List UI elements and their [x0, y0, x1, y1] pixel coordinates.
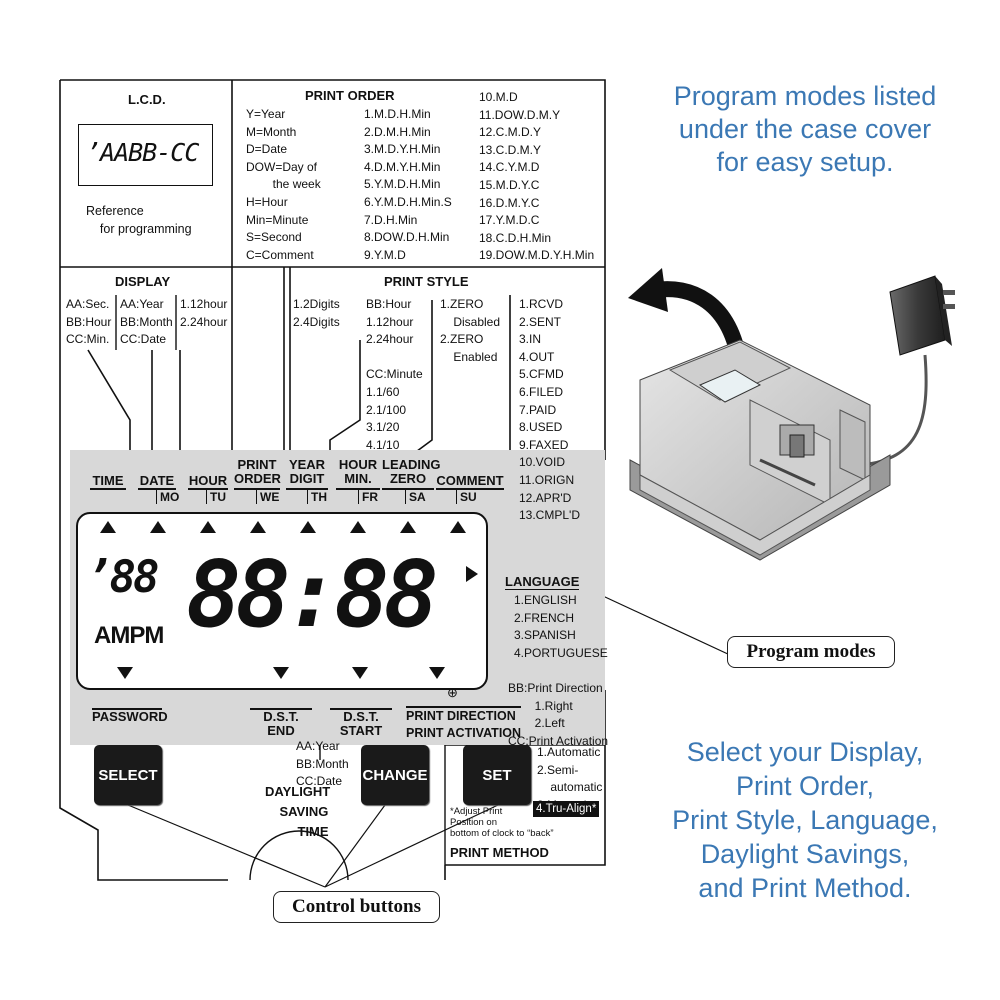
dst-notes: AA:Year BB:Month CC:Date [296, 739, 349, 789]
label-dst-end: D.S.T. END [250, 708, 312, 738]
label-day-su: SU [456, 490, 477, 504]
set-button[interactable]: SET [463, 745, 531, 805]
select-button[interactable]: SELECT [94, 745, 162, 805]
control-buttons-callout: Control buttons [273, 891, 440, 923]
label-date: DATE [139, 473, 175, 488]
label-day-fr: FR [358, 490, 378, 504]
print-style-hour-min: BB:Hour 1.12hour 2.24hour CC:Minute 1.1/… [366, 297, 423, 452]
power-adapter-icon [889, 275, 955, 356]
pointer-up-time [100, 521, 116, 533]
label-print-direction: PRINT DIRECTION PRINT ACTIVATION [406, 706, 522, 742]
pointer-up-comment [450, 521, 466, 533]
print-method-footnote: *Adjust Print Position on bottom of cloc… [450, 806, 554, 839]
label-year-digit: YEAR DIGIT [288, 457, 326, 486]
print-order-legend: Y=Year M=Month D=Date DOW=Day of the wee… [246, 107, 321, 262]
pointer-up-print-order [250, 521, 266, 533]
display-col-time: AA:Sec. BB:Hour CC:Min. [66, 297, 112, 347]
pointer-right-language [466, 566, 478, 582]
main-lcd-window [76, 512, 488, 690]
time-clock-illustration [629, 275, 955, 561]
print-style-title: PRINT STYLE [384, 274, 469, 289]
crosshair-icon: ⊕ [447, 685, 458, 700]
pointer-up-date [150, 521, 166, 533]
print-style-comment: 1.RCVD 2.SENT 3.IN 4.OUT 5.CFMD 6.FILED … [519, 297, 580, 523]
print-style-digits: 1.2Digits 2.4Digits [293, 297, 340, 329]
lcd-year-digits: ’88 [86, 552, 160, 603]
lcd-segment-box [78, 124, 213, 186]
print-order-list-b: 10.M.D 11.DOW.D.M.Y 12.C.M.D.Y 13.C.D.M.… [479, 90, 595, 263]
pointer-up-hour-min [350, 521, 366, 533]
pointer-down-password [117, 667, 133, 679]
pointer-up-year-digit [300, 521, 316, 533]
label-print-order: PRINT ORDER [234, 457, 281, 486]
lcd-title: L.C.D. [128, 92, 166, 107]
lcd-reference-text: Reference for programming [86, 204, 192, 236]
pointer-up-hour [200, 521, 216, 533]
print-direction-notes: BB:Print Direction 1.Right 2.Left CC:Pri… [508, 681, 609, 748]
lcd-segment-text: ’AABB-CC [86, 138, 199, 167]
label-hour: HOUR [188, 473, 228, 488]
print-order-title: PRINT ORDER [305, 88, 395, 103]
pointer-down-dst-end [273, 667, 289, 679]
display-col-date: AA:Year BB:Month CC:Date [120, 297, 173, 347]
pointer-down-dst-start [352, 667, 368, 679]
label-day-th: TH [307, 490, 327, 504]
pointer-up-leading-zero [400, 521, 416, 533]
label-day-tu: TU [206, 490, 226, 504]
program-modes-callout: Program modes [727, 636, 895, 668]
daylight-saving-label: DAYLIGHT SAVING TIME [265, 784, 331, 839]
blue-text-bottom: Select your Display, Print Order, Print … [672, 737, 938, 903]
lcd-ampm: AMPM [94, 622, 164, 649]
pointer-down-print-direction [429, 667, 445, 679]
label-day-we: WE [256, 490, 279, 504]
blue-text-top: Program modes listed under the case cove… [673, 81, 937, 177]
label-hour-min: HOUR MIN. [338, 457, 378, 486]
label-password: PASSWORD [92, 708, 168, 724]
display-title: DISPLAY [115, 274, 171, 289]
display-col-hour: 1.12hour 2.24hour [180, 297, 228, 329]
lcd-time-digits: 88:88 [186, 541, 439, 648]
label-dst-start: D.S.T. START [330, 708, 392, 738]
language-title: LANGUAGE [505, 574, 580, 590]
print-method-title: PRINT METHOD [450, 845, 549, 860]
label-day-sa: SA [405, 490, 426, 504]
print-method-highlighted: 4.Tru-Align* [533, 801, 600, 817]
print-style-zero: 1.ZERO Disabled 2.ZERO Enabled [440, 297, 501, 364]
change-button[interactable]: CHANGE [361, 745, 429, 805]
print-order-list-a: 1.M.D.H.Min 2.D.M.H.Min 3.M.D.Y.H.Min 4.… [364, 107, 452, 262]
label-time: TIME [90, 474, 126, 490]
language-options: 1.ENGLISH 2.FRENCH 3.SPANISH 4.PORTUGUES… [514, 593, 608, 660]
label-comment: COMMENT [436, 473, 504, 488]
label-day-mo: MO [156, 490, 179, 504]
label-leading-zero: LEADING ZERO [382, 457, 441, 486]
